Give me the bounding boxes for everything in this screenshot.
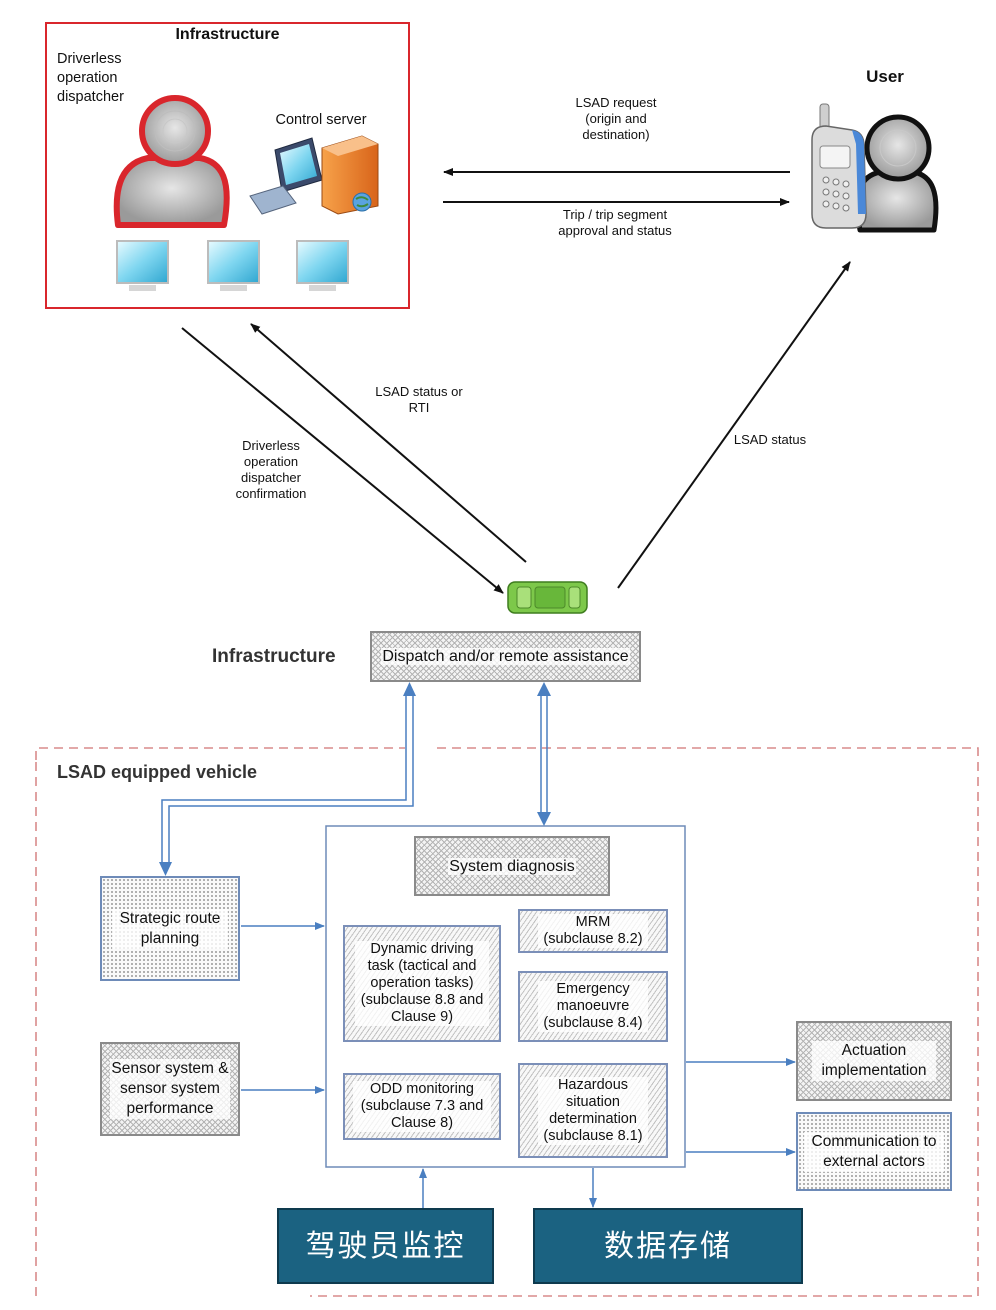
data-storage-box: 数据存储 [533, 1208, 803, 1284]
ddt-box: Dynamic driving task (tactical and opera… [343, 925, 501, 1042]
lsad-request-label: LSAD request (origin and destination) [575, 95, 657, 142]
dispatcher-confirmation-label: Driverless operation dispatcher confirma… [235, 438, 307, 501]
arrow-lsad-status [617, 261, 851, 589]
arrow-status-or-rti [250, 323, 527, 563]
dispatch-box: Dispatch and/or remote assistance [370, 631, 641, 682]
dispatcher-label: Driverless operation dispatcher [57, 51, 124, 105]
odd-monitoring-box: ODD monitoring (subclause 7.3 and Clause… [343, 1073, 501, 1140]
emergency-box: Emergency manoeuvre (subclause 8.4) [518, 971, 668, 1042]
strategic-route-box: Strategic route planning [100, 876, 240, 981]
mrm-box: MRM (subclause 8.2) [518, 909, 668, 953]
lsad-status-label: LSAD status [733, 432, 807, 447]
computer-icon [249, 137, 323, 215]
arrow-dispatcher-confirmation [181, 327, 504, 594]
infrastructure-label: Infrastructure [212, 646, 336, 667]
infrastructure-title: Infrastructure [175, 26, 280, 43]
control-server-label: Control server [275, 112, 367, 128]
server-icon [321, 135, 379, 215]
trip-approval-label: Trip / trip segment approval and status [558, 207, 672, 238]
communication-box: Communication to external actors [796, 1112, 952, 1191]
user-label: User [866, 67, 904, 86]
monitor-icon [116, 240, 349, 291]
hazard-box: Hazardous situation determination (subcl… [518, 1063, 668, 1158]
phone-icon [811, 103, 939, 233]
driver-monitor-box: 驾驶员监控 [277, 1208, 494, 1284]
system-diagnosis-box: System diagnosis [414, 836, 610, 896]
actuation-box: Actuation implementation [796, 1021, 952, 1101]
infrastructure-frame [45, 22, 410, 309]
status-or-rti-label: LSAD status or RTI [375, 384, 463, 415]
vehicle-dashed-border [35, 747, 979, 1297]
sensor-system-box: Sensor system & sensor system performanc… [100, 1042, 240, 1136]
person-icon [113, 95, 230, 228]
car-icon [507, 581, 588, 614]
vehicle-title: LSAD equipped vehicle [57, 762, 258, 782]
